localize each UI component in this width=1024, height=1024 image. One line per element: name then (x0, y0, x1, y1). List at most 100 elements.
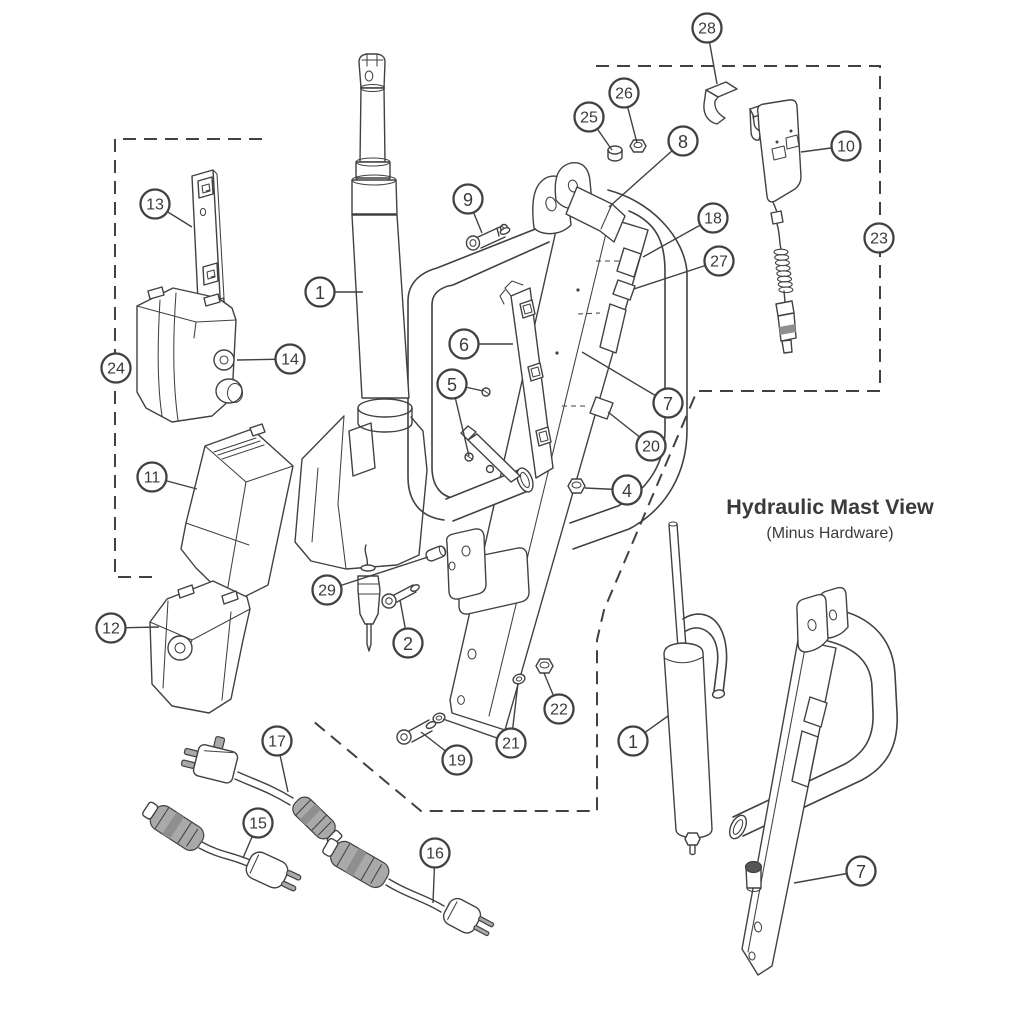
callout-12: 12 (95, 612, 160, 644)
callout-1: 1 (617, 715, 669, 757)
callout-circle (242, 807, 274, 839)
callout-circle (691, 12, 723, 44)
callout-number: 25 (580, 110, 598, 127)
callout-circle (448, 328, 480, 360)
callout-13: 13 (139, 188, 193, 228)
callout-number: 11 (144, 470, 161, 487)
callout-25: 25 (573, 101, 613, 151)
callout-number: 12 (102, 621, 120, 638)
callout-2: 2 (392, 599, 424, 659)
callout-28: 28 (691, 12, 723, 85)
right-view-cylinder (663, 521, 728, 856)
part-bolt-9 (465, 225, 511, 251)
callout-number: 1 (315, 283, 325, 303)
callout-11: 11 (136, 461, 198, 493)
cutout-27 (612, 279, 636, 301)
callout-circle (100, 352, 132, 384)
callout-29: 29 (311, 556, 429, 606)
part-charger-box (136, 286, 244, 423)
right-view-lugs (796, 586, 849, 653)
callout-20: 20 (607, 411, 667, 462)
callout-number: 6 (459, 335, 469, 355)
callout-circle (274, 343, 306, 375)
callout-circle (436, 368, 468, 400)
callout-6: 6 (448, 328, 513, 360)
callout-10: 10 (800, 130, 862, 162)
callout-16: 16 (419, 837, 451, 904)
callout-circle (845, 855, 877, 887)
part-clip-28 (703, 81, 738, 125)
callout-number: 13 (146, 197, 164, 214)
callout-number: 19 (448, 753, 466, 770)
coiled-cord (773, 248, 794, 294)
callout-number: 18 (704, 211, 722, 228)
callout-circle (635, 430, 667, 462)
right-view-plug (744, 860, 763, 893)
callout-9: 9 (452, 183, 484, 234)
callout-14: 14 (236, 343, 306, 375)
callout-number: 8 (678, 132, 688, 152)
callout-8: 8 (608, 125, 699, 208)
part-battery-lower (149, 580, 251, 714)
part-bolt-19 (396, 719, 437, 745)
callout-circle (495, 727, 527, 759)
callout-leader (326, 556, 429, 591)
callout-circle (697, 202, 729, 234)
callout-circle (441, 744, 473, 776)
callout-leader (608, 140, 684, 208)
callout-7: 7 (581, 351, 684, 419)
part-cable-us-16 (322, 837, 495, 937)
callout-19: 19 (420, 731, 473, 776)
callout-23: 23 (863, 222, 895, 254)
callouts-layer: 1324141112196581827102325262872042922221… (95, 12, 895, 904)
part-base-brackets (445, 528, 530, 615)
part-battery-upper (180, 423, 294, 604)
callout-number: 20 (642, 439, 660, 456)
cutout-18 (616, 247, 642, 278)
part-handset (749, 99, 802, 354)
group-boundary-main (312, 65, 881, 812)
callout-number: 4 (622, 481, 632, 501)
callout-circle (311, 574, 343, 606)
part-mast-head (532, 162, 626, 243)
handset-buttons (771, 134, 800, 161)
part-nut-26 (629, 139, 647, 153)
view-title: Hydraulic Mast View (726, 495, 934, 519)
callout-circle (304, 276, 336, 308)
callout-circle (419, 837, 451, 869)
part-washer-25 (607, 145, 623, 162)
part-tube-end-cap (445, 467, 534, 522)
callout-number: 7 (663, 394, 673, 414)
callout-number: 26 (615, 86, 633, 103)
callout-number: 15 (249, 816, 267, 833)
callout-1: 1 (304, 276, 363, 308)
part-washers-21 (432, 673, 526, 724)
callout-number: 10 (837, 139, 855, 156)
view-subtitle: (Minus Hardware) (766, 525, 893, 542)
right-view-mast-bar (741, 639, 837, 976)
callout-number: 23 (870, 231, 888, 248)
callout-circle (863, 222, 895, 254)
callout-circle (608, 77, 640, 109)
part-mounting-bracket (191, 169, 228, 323)
callout-15: 15 (242, 807, 274, 859)
callout-number: 27 (710, 254, 728, 271)
callout-circle (611, 474, 643, 506)
callout-17: 17 (261, 725, 293, 793)
callout-number: 14 (281, 352, 299, 369)
connector-knob-14 (213, 349, 235, 371)
callout-number: 5 (447, 375, 457, 395)
part-nut-22 (535, 658, 554, 674)
part-channel-6 (499, 280, 554, 479)
part-cable-uk-17 (180, 735, 343, 846)
part-nut-4 (567, 478, 586, 494)
part-cable-euro-15 (142, 801, 302, 892)
callout-circle (261, 725, 293, 757)
callout-18: 18 (642, 202, 729, 258)
cutout-20 (589, 396, 614, 420)
part-bolt-2 (381, 584, 420, 609)
callout-number: 29 (318, 583, 336, 600)
callout-number: 28 (698, 21, 716, 38)
callout-circle (95, 612, 127, 644)
callout-number: 17 (268, 734, 286, 751)
